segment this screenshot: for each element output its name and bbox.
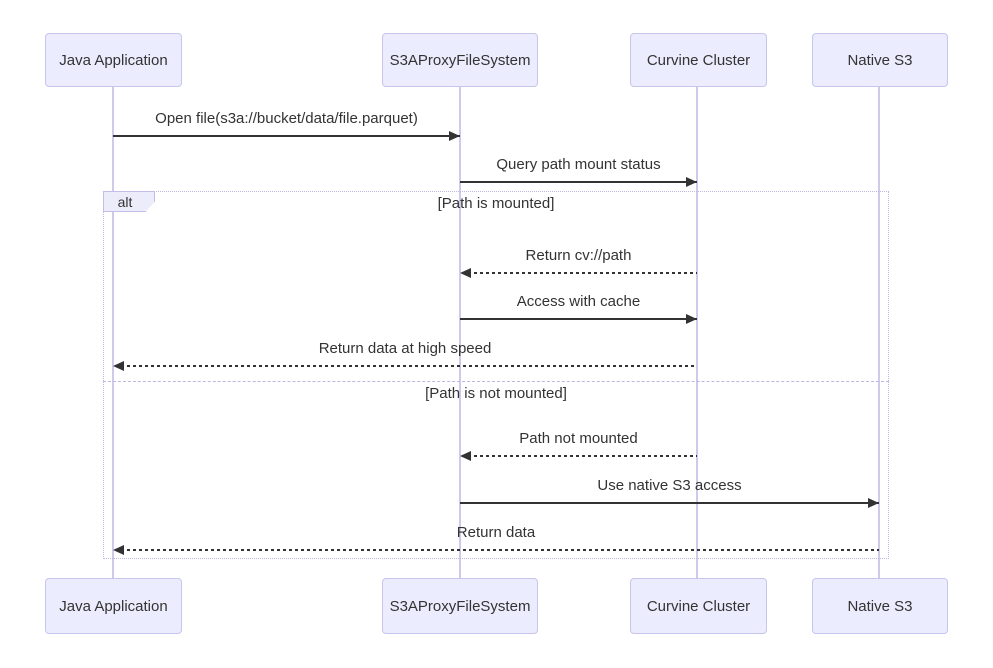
participant-java-application-bottom: Java Application bbox=[45, 578, 182, 634]
participant-java-application-top: Java Application bbox=[45, 33, 182, 87]
alt-frame-divider bbox=[103, 381, 889, 382]
arrowhead-right-icon bbox=[686, 177, 697, 187]
participant-s3a-proxy-filesystem-bottom: S3AProxyFileSystem bbox=[382, 578, 538, 634]
message-text-return-data-high-speed: Return data at high speed bbox=[318, 340, 492, 357]
alt-frame bbox=[103, 191, 889, 559]
alt-condition-path-not-mounted: [Path is not mounted] bbox=[425, 385, 567, 402]
lifeline-java-application bbox=[112, 87, 114, 579]
message-line-use-native-s3 bbox=[460, 502, 879, 504]
message-line-query-mount-status bbox=[460, 181, 697, 183]
message-line-return-data bbox=[115, 549, 879, 551]
message-line-path-not-mounted bbox=[462, 455, 697, 457]
message-text-return-cv-path: Return cv://path bbox=[525, 247, 632, 264]
participant-s3a-proxy-filesystem-top: S3AProxyFileSystem bbox=[382, 33, 538, 87]
participant-curvine-cluster-bottom: Curvine Cluster bbox=[630, 578, 767, 634]
message-text-access-with-cache: Access with cache bbox=[516, 293, 641, 310]
participant-native-s3-top: Native S3 bbox=[812, 33, 948, 87]
arrowhead-right-icon bbox=[686, 314, 697, 324]
message-text-query-mount-status: Query path mount status bbox=[496, 156, 661, 173]
participant-curvine-cluster-top: Curvine Cluster bbox=[630, 33, 767, 87]
message-line-access-with-cache bbox=[460, 318, 697, 320]
message-text-return-data: Return data bbox=[456, 524, 536, 541]
arrowhead-left-icon bbox=[460, 451, 471, 461]
alt-frame-label: alt bbox=[103, 191, 155, 212]
lifeline-native-s3 bbox=[878, 87, 880, 579]
alt-condition-path-mounted: [Path is mounted] bbox=[437, 195, 555, 212]
message-line-return-data-high-speed bbox=[115, 365, 697, 367]
arrowhead-right-icon bbox=[868, 498, 879, 508]
arrowhead-right-icon bbox=[449, 131, 460, 141]
message-text-use-native-s3: Use native S3 access bbox=[597, 477, 742, 494]
message-line-return-cv-path bbox=[462, 272, 697, 274]
participant-native-s3-bottom: Native S3 bbox=[812, 578, 948, 634]
arrowhead-left-icon bbox=[113, 361, 124, 371]
message-text-open-file: Open file(s3a://bucket/data/file.parquet… bbox=[155, 110, 418, 127]
arrowhead-left-icon bbox=[113, 545, 124, 555]
lifeline-curvine-cluster bbox=[696, 87, 698, 579]
lifeline-s3a-proxy-filesystem bbox=[459, 87, 461, 579]
message-line-open-file bbox=[113, 135, 460, 137]
message-text-path-not-mounted: Path not mounted bbox=[519, 430, 638, 447]
arrowhead-left-icon bbox=[460, 268, 471, 278]
